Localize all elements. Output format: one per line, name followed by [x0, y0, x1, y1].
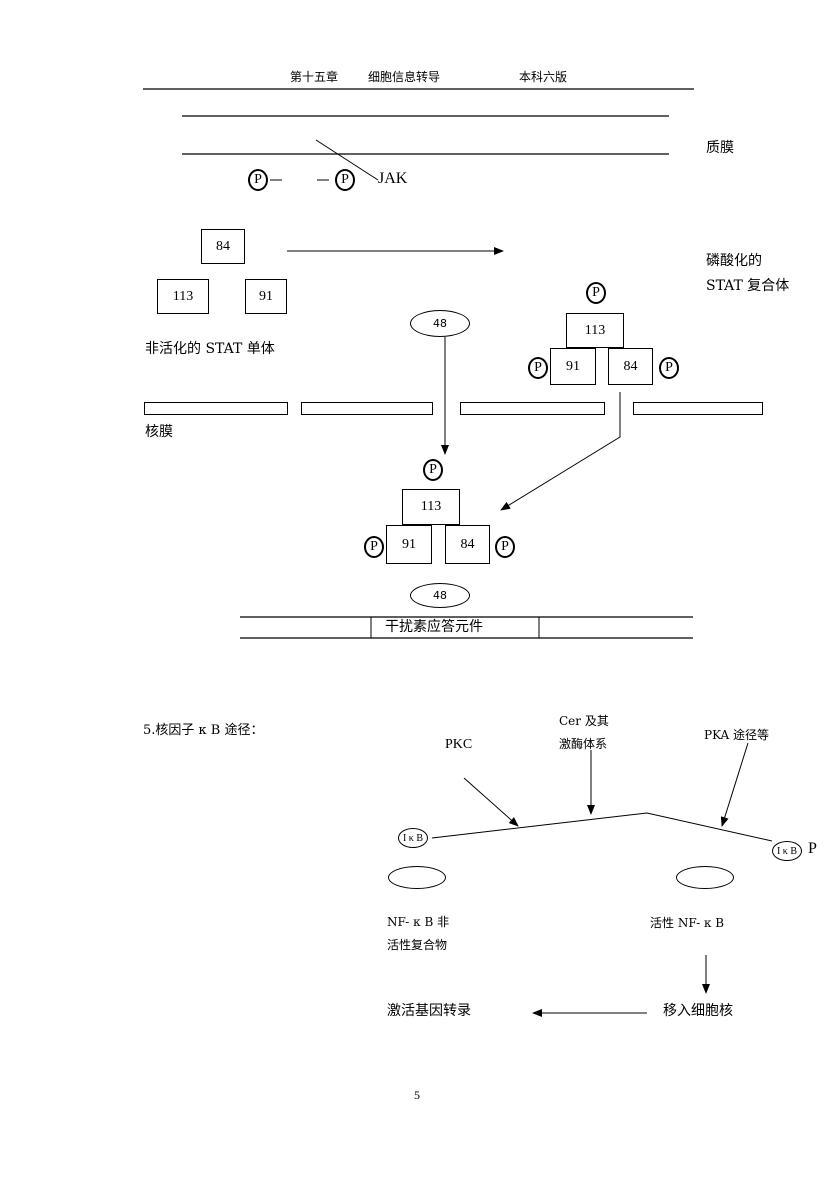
phospho-circle: P	[659, 357, 679, 379]
nfkb-inactive-label-1: NF- κ B 非	[387, 915, 450, 929]
nuclear-complex-subunit-113: 113	[402, 489, 460, 525]
cer-label-2: 激酶体系	[559, 737, 608, 751]
complex-subunit-84: 84	[608, 348, 653, 385]
response-element-label: 干扰素应答元件	[385, 619, 483, 635]
phospho-circle: P	[423, 459, 443, 481]
ikb-oval-inactive: I κ B	[398, 828, 428, 848]
nuclear-subunit-48-oval: 48	[410, 583, 470, 608]
phospho-complex-label-1: 磷酸化的	[706, 253, 762, 269]
nuclear-complex-subunit-84: 84	[445, 525, 490, 564]
phospho-circle: P	[364, 536, 384, 558]
phospho-circle: P	[335, 169, 355, 191]
nuclear-membrane-segment	[301, 402, 433, 415]
move-to-nucleus-label: 移入细胞核	[663, 1003, 733, 1019]
stat-subunit-113: 113	[157, 279, 209, 314]
nfkb-section-title: 5.核因子 κ B 途径：	[143, 723, 264, 738]
nfkb-inactive-label-2: 活性复合物	[387, 938, 448, 952]
phospho-circle: P	[528, 357, 548, 379]
ikb-oval-released: I κ B	[772, 841, 802, 861]
complex-subunit-113: 113	[566, 313, 624, 348]
nuclear-complex-subunit-91: 91	[386, 525, 432, 564]
jak-pointer	[315, 139, 379, 181]
phospho-circle: P	[586, 282, 606, 304]
nuclear-membrane-segment	[633, 402, 763, 415]
pkc-label: PKC	[445, 737, 473, 752]
ikb-phospho-label: P	[808, 840, 817, 857]
nuclear-membrane-label: 核膜	[145, 424, 173, 440]
plasma-membrane-label: 质膜	[706, 140, 734, 156]
inactive-stat-label: 非活化的 STAT 单体	[145, 341, 275, 357]
subunit-48-oval: 48	[410, 310, 470, 337]
page-number: 5	[414, 1088, 420, 1102]
jak-label: JAK	[378, 170, 408, 187]
nfkb-inactive-oval	[388, 866, 446, 889]
complex-subunit-91: 91	[550, 348, 596, 385]
pka-arrow	[720, 742, 749, 827]
header-chapter: 第十五章	[290, 70, 339, 84]
nuclear-membrane-segment	[460, 402, 605, 415]
stat-subunit-91: 91	[245, 279, 287, 314]
nuclear-membrane-segment	[144, 402, 288, 415]
activate-transcription-label: 激活基因转录	[387, 1003, 471, 1019]
nfkb-active-oval	[676, 866, 734, 889]
arrow-complex-to-nucleus	[500, 392, 621, 511]
phospho-circle: P	[495, 536, 515, 558]
phospho-complex-label-2: STAT 复合体	[706, 278, 790, 294]
header-title: 细胞信息转导	[368, 70, 441, 84]
phospho-circle: P	[248, 169, 268, 191]
nfkb-active-label: 活性 NF- κ B	[650, 916, 725, 930]
pkc-arrow	[463, 777, 519, 827]
header-edition: 本科六版	[519, 70, 568, 84]
cer-label-1: Cer 及其	[559, 714, 609, 728]
stat-subunit-84: 84	[201, 229, 245, 264]
ikb-pathway-line	[431, 812, 773, 842]
pka-label: PKA 途径等	[704, 728, 770, 742]
